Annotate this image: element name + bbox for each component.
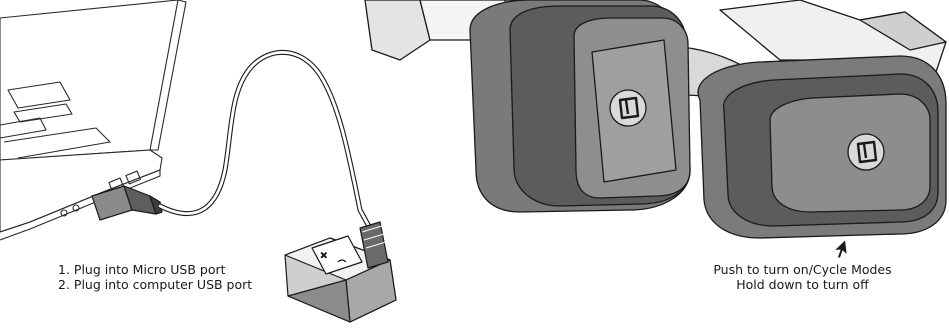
usb-step-2: 2. Plug into computer USB port bbox=[58, 277, 252, 292]
svg-text:×: × bbox=[320, 251, 328, 261]
mount-pad-left bbox=[470, 0, 690, 212]
power-instruction-line-2: Hold down to turn off bbox=[680, 277, 925, 292]
pointer-arrow-icon bbox=[833, 238, 850, 259]
power-instruction-line-1: Push to turn on/Cycle Modes bbox=[680, 262, 925, 277]
power-button-instructions: Push to turn on/Cycle Modes Hold down to… bbox=[680, 262, 925, 292]
mount-pad-illustration bbox=[698, 56, 946, 238]
usb-connection-steps: 1. Plug into Micro USB port 2. Plug into… bbox=[58, 262, 252, 292]
usb-step-1: 1. Plug into Micro USB port bbox=[58, 262, 252, 277]
usb-cable bbox=[160, 52, 372, 232]
charging-cradle: × bbox=[285, 222, 396, 322]
